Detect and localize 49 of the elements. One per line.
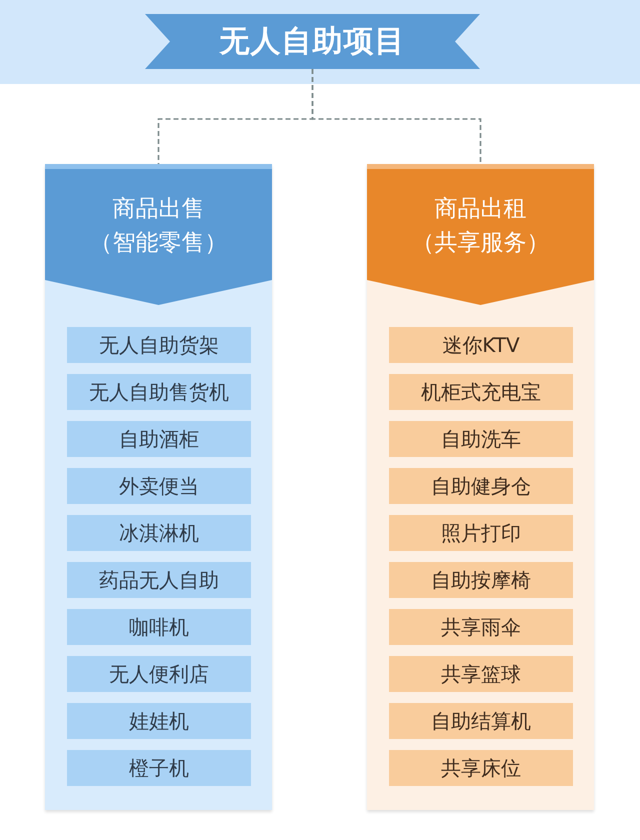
item-bar bbox=[389, 515, 573, 551]
item-bar bbox=[389, 703, 573, 739]
item-bar bbox=[389, 468, 573, 504]
column-heading: 商品出租 bbox=[434, 195, 526, 224]
item-bar bbox=[67, 609, 251, 645]
column-panel bbox=[45, 164, 272, 810]
item-bar bbox=[67, 327, 251, 363]
item-bar bbox=[67, 374, 251, 410]
item-bar bbox=[389, 750, 573, 786]
item-label: 咖啡机 bbox=[129, 614, 189, 640]
item-bar bbox=[389, 656, 573, 692]
item-label: 药品无人自助 bbox=[99, 566, 219, 594]
item-label: 机柜式充电宝 bbox=[421, 378, 541, 406]
item-bar bbox=[67, 750, 251, 786]
item-label: 无人自助货架 bbox=[99, 332, 219, 358]
item-label: 冰淇淋机 bbox=[119, 520, 199, 546]
item-label: 迷你KTV bbox=[442, 332, 520, 358]
item-bar bbox=[67, 703, 251, 739]
title-ribbon bbox=[145, 14, 480, 69]
column-panel bbox=[367, 164, 594, 810]
item-label: 自助洗车 bbox=[441, 426, 521, 452]
item-bar bbox=[389, 609, 573, 645]
item-label: 自助酒柜 bbox=[119, 426, 199, 452]
connector-line bbox=[312, 69, 482, 164]
item-label: 无人自助售货机 bbox=[89, 378, 229, 406]
column-subheading: （智能零售） bbox=[90, 229, 228, 258]
item-bar bbox=[67, 656, 251, 692]
item-bar bbox=[389, 562, 573, 598]
item-bar bbox=[67, 468, 251, 504]
item-bar bbox=[389, 421, 573, 457]
column-heading: 商品出售 bbox=[112, 195, 204, 224]
item-bar bbox=[389, 327, 573, 363]
item-bar bbox=[67, 562, 251, 598]
item-label: 橙子机 bbox=[129, 754, 189, 782]
item-label: 自助健身仓 bbox=[431, 472, 531, 500]
item-label: 共享雨伞 bbox=[441, 614, 521, 640]
item-bar bbox=[389, 374, 573, 410]
item-bar bbox=[67, 515, 251, 551]
item-label: 无人便利店 bbox=[109, 660, 209, 688]
item-label: 自助按摩椅 bbox=[431, 566, 531, 594]
item-label: 外卖便当 bbox=[119, 472, 199, 500]
item-bar bbox=[67, 421, 251, 457]
ribbon-label: 无人自助项目 bbox=[220, 23, 406, 61]
item-label: 自助结算机 bbox=[431, 708, 531, 734]
column-subheading: （共享服务） bbox=[412, 229, 550, 258]
item-label: 照片打印 bbox=[441, 520, 521, 546]
item-label: 共享床位 bbox=[441, 754, 521, 782]
item-label: 共享篮球 bbox=[441, 660, 521, 688]
item-label: 娃娃机 bbox=[129, 708, 189, 734]
